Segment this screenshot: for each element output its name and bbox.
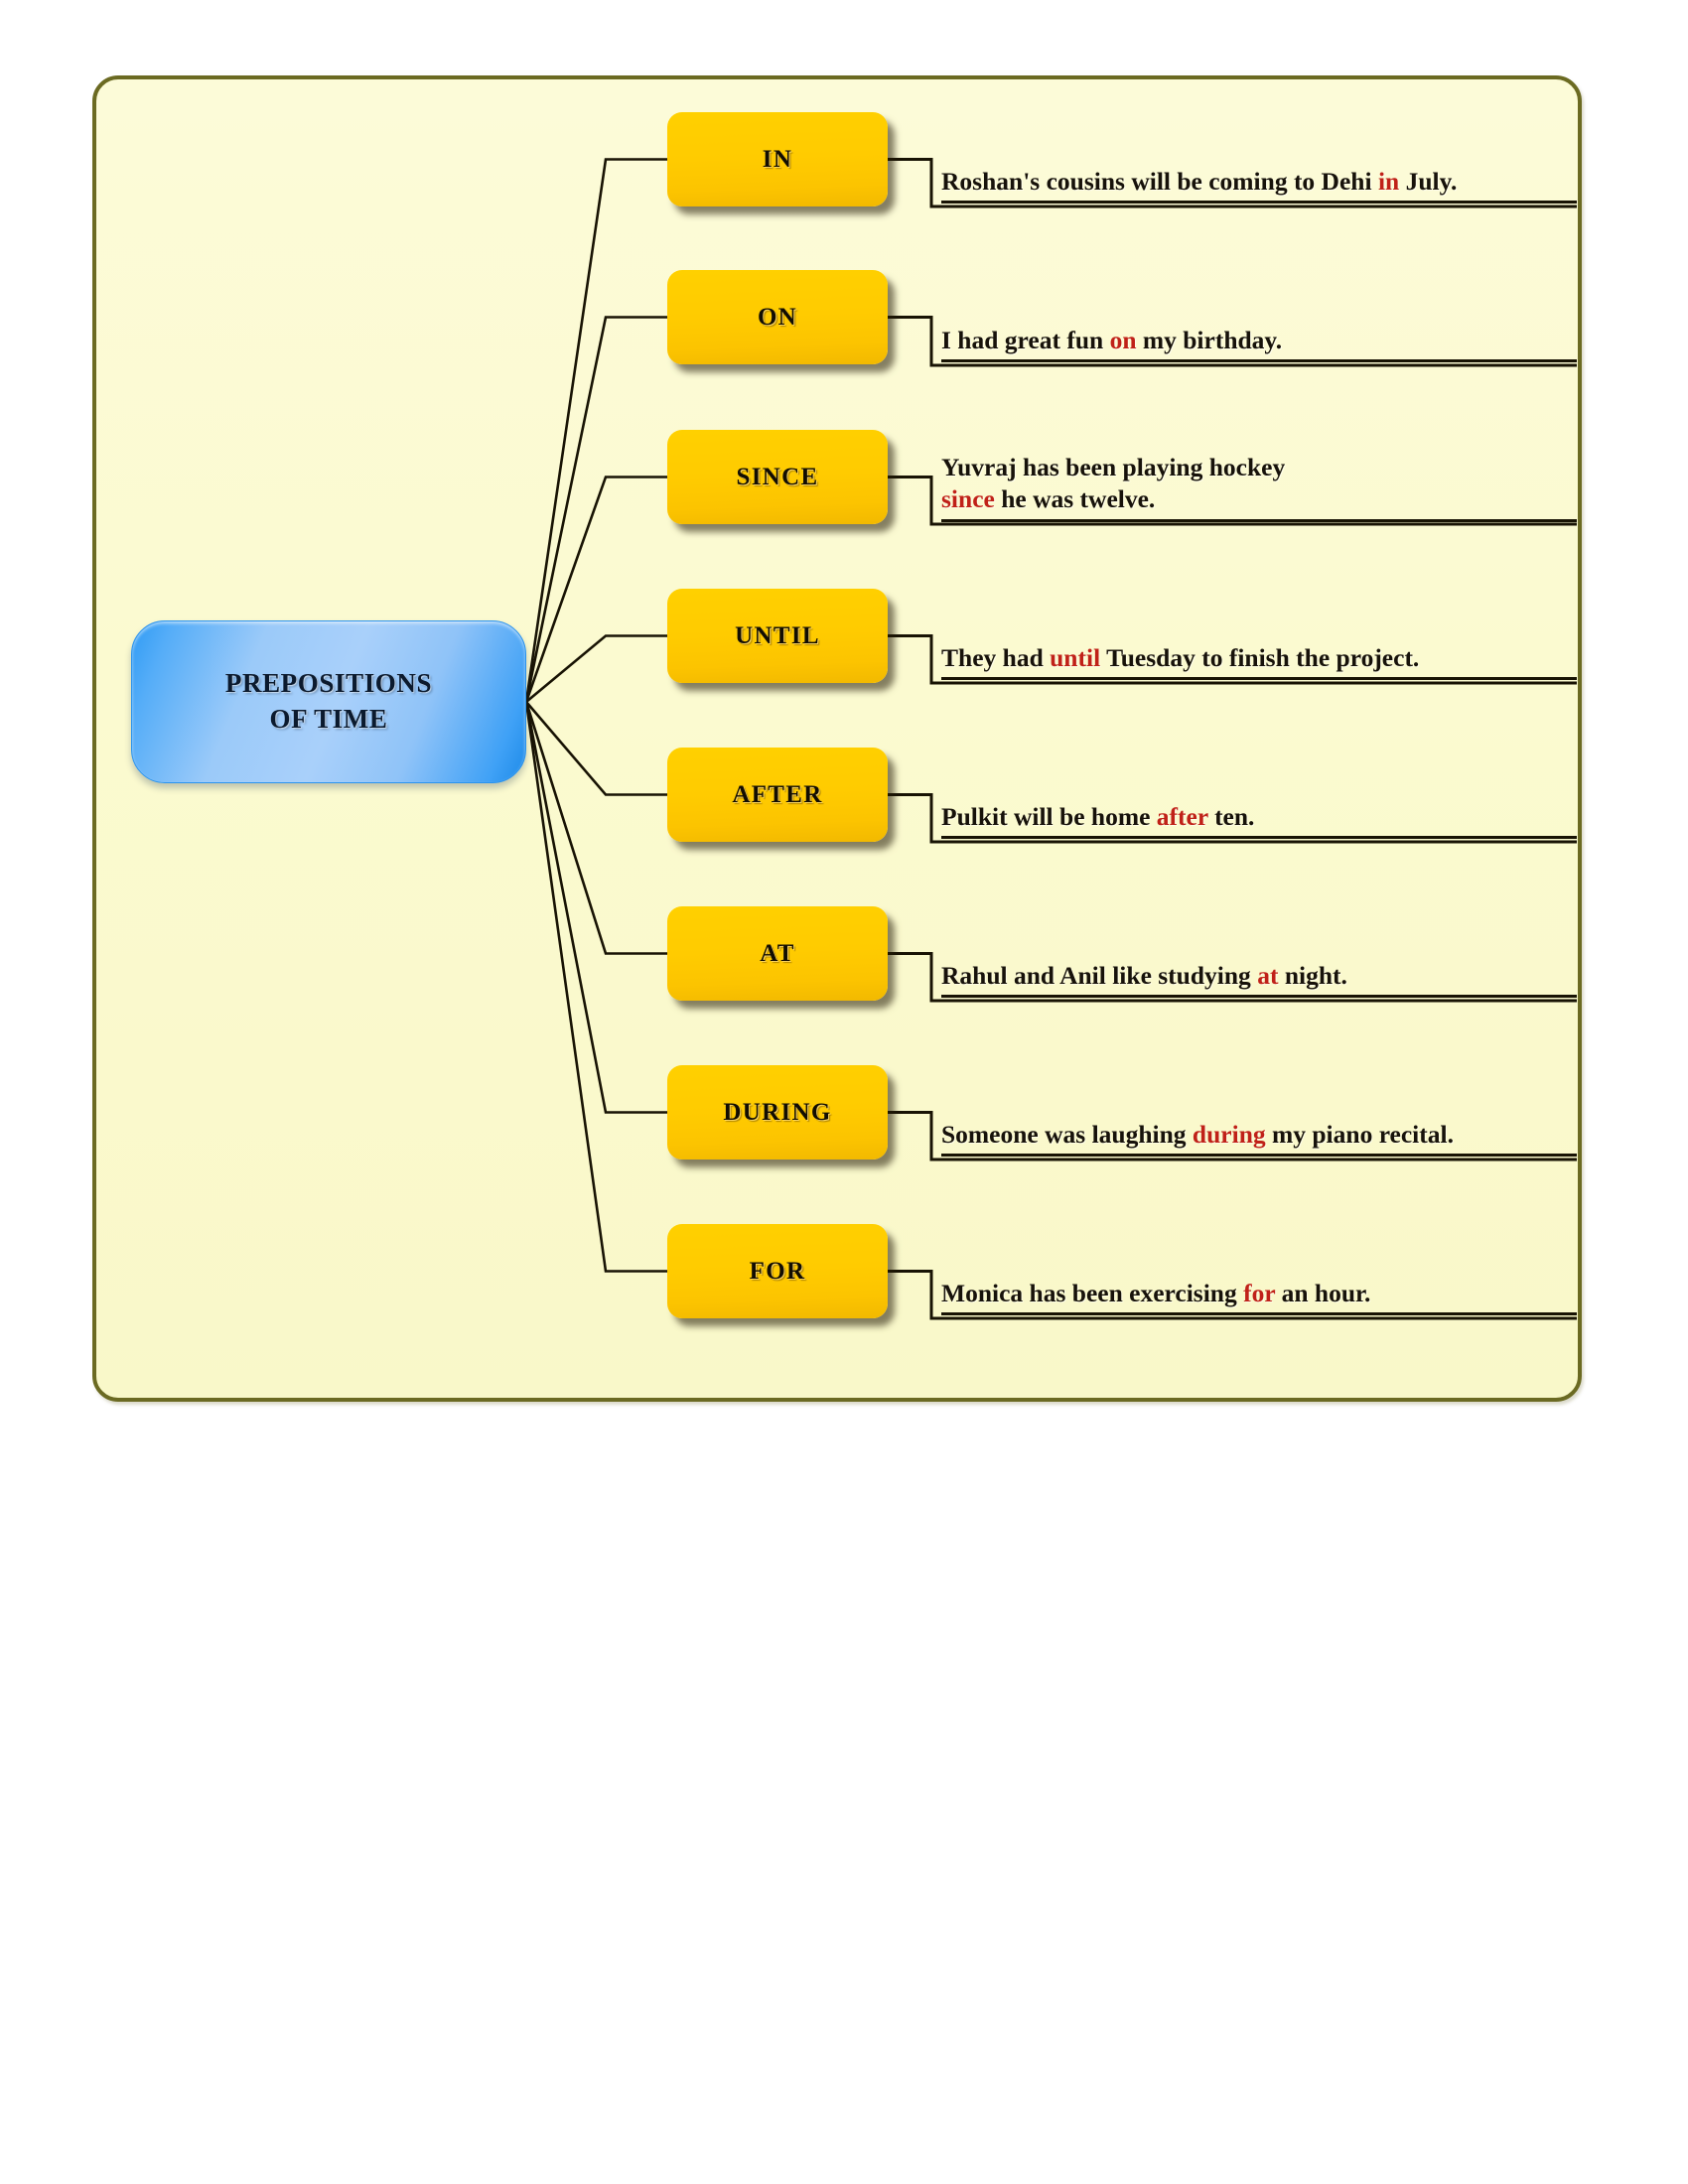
prep-box-label: AT bbox=[760, 939, 795, 967]
sentence-text: an hour. bbox=[1275, 1279, 1371, 1307]
example-underline bbox=[941, 677, 1577, 681]
prep-box-until[interactable]: UNTIL bbox=[667, 589, 888, 683]
central-node-label: PREPOSITIONS OF TIME bbox=[225, 666, 432, 737]
prep-box-during[interactable]: DURING bbox=[667, 1065, 888, 1160]
example-on: I had great fun on my birthday. bbox=[941, 325, 1577, 363]
central-node-line-2: OF TIME bbox=[269, 704, 388, 734]
sentence-text: ten. bbox=[1207, 802, 1255, 831]
example-sentence-line: Roshan's cousins will be coming to Dehi … bbox=[941, 166, 1577, 198]
preposition-keyword: on bbox=[1109, 326, 1137, 354]
prep-box-label: FOR bbox=[749, 1257, 806, 1285]
sentence-text: Pulkit will be home bbox=[941, 802, 1157, 831]
prep-box-label: AFTER bbox=[732, 780, 823, 808]
prep-box-label: UNTIL bbox=[735, 621, 820, 649]
sentence-text: Rahul and Anil like studying bbox=[941, 961, 1258, 990]
example-underline bbox=[941, 359, 1577, 363]
preposition-keyword: for bbox=[1243, 1279, 1276, 1307]
preposition-keyword: since bbox=[941, 484, 995, 514]
example-underline bbox=[941, 995, 1577, 999]
example-since: Yuvraj has been playing hockey since he … bbox=[941, 452, 1577, 522]
example-until: They had until Tuesday to finish the pro… bbox=[941, 642, 1577, 681]
prep-box-label: DURING bbox=[723, 1098, 832, 1126]
central-node-line-1: PREPOSITIONS bbox=[224, 668, 433, 699]
sentence-text: night. bbox=[1278, 961, 1347, 990]
central-node[interactable]: PREPOSITIONS OF TIME bbox=[131, 620, 526, 783]
sentence-text: I had great fun bbox=[941, 326, 1110, 354]
preposition-keyword: in bbox=[1377, 167, 1400, 196]
prep-box-for[interactable]: FOR bbox=[667, 1224, 888, 1318]
sentence-text: Someone was laughing bbox=[941, 1120, 1193, 1149]
example-sentence-line: Someone was laughing during my piano rec… bbox=[941, 1119, 1577, 1151]
example-underline bbox=[941, 1312, 1577, 1316]
example-sentence-line: I had great fun on my birthday. bbox=[941, 325, 1577, 356]
example-for: Monica has been exercising for an hour. bbox=[941, 1278, 1577, 1316]
sentence-text: They had bbox=[941, 643, 1051, 672]
prep-box-in[interactable]: IN bbox=[667, 112, 888, 206]
example-at: Rahul and Anil like studying at night. bbox=[941, 960, 1577, 999]
sentence-text: my birthday. bbox=[1136, 326, 1283, 354]
preposition-keyword: after bbox=[1156, 802, 1208, 831]
sentence-text: Monica has been exercising bbox=[941, 1279, 1244, 1307]
prep-box-on[interactable]: ON bbox=[667, 270, 888, 364]
example-sentence-line: They had until Tuesday to finish the pro… bbox=[941, 642, 1577, 674]
prep-box-after[interactable]: AFTER bbox=[667, 748, 888, 842]
sentence-text: July. bbox=[1399, 167, 1458, 196]
prep-box-label: IN bbox=[762, 145, 793, 173]
example-underline bbox=[941, 201, 1577, 205]
preposition-keyword: until bbox=[1050, 643, 1101, 672]
sentence-text: my piano recital. bbox=[1265, 1120, 1454, 1149]
sentence-text: he was twelve. bbox=[994, 484, 1156, 514]
sentence-text: Roshan's cousins will be coming to Dehi bbox=[941, 167, 1378, 196]
example-sentence-line: Pulkit will be home after ten. bbox=[941, 801, 1577, 833]
preposition-keyword: during bbox=[1192, 1120, 1266, 1149]
example-underline bbox=[941, 836, 1577, 840]
prep-box-label: ON bbox=[757, 303, 798, 331]
example-after: Pulkit will be home after ten. bbox=[941, 801, 1577, 840]
example-sentence-line: Rahul and Anil like studying at night. bbox=[941, 960, 1577, 992]
example-during: Someone was laughing during my piano rec… bbox=[941, 1119, 1577, 1158]
sentence-text: Yuvraj has been playing hockey bbox=[941, 453, 1286, 481]
example-sentence-line: since he was twelve. bbox=[941, 483, 1577, 515]
example-sentence-line: Monica has been exercising for an hour. bbox=[941, 1278, 1577, 1309]
prep-box-since[interactable]: SINCE bbox=[667, 430, 888, 524]
prep-box-label: SINCE bbox=[736, 463, 819, 490]
example-underline bbox=[941, 1154, 1577, 1158]
example-in: Roshan's cousins will be coming to Dehi … bbox=[941, 166, 1577, 205]
example-underline bbox=[941, 518, 1577, 522]
prep-box-at[interactable]: AT bbox=[667, 906, 888, 1001]
sentence-text: Tuesday to finish the project. bbox=[1100, 643, 1420, 672]
preposition-keyword: at bbox=[1257, 961, 1279, 990]
example-sentence-line: Yuvraj has been playing hockey bbox=[941, 452, 1577, 483]
